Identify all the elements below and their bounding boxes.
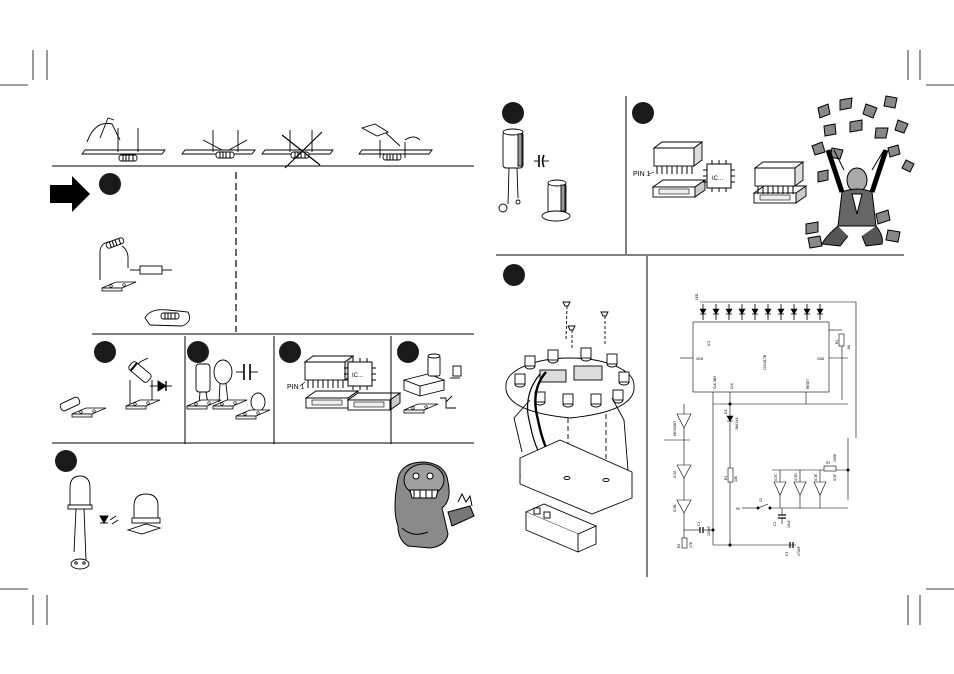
sch-gate-f: IC3F [833, 474, 837, 481]
step-8-badge [632, 102, 654, 124]
sch-gate-a: IC3A [673, 470, 677, 478]
sch-gnd: GND [817, 357, 825, 361]
sch-r2: R2 [835, 340, 839, 344]
electrolytic-capacitor-detail [499, 129, 570, 221]
sch-r3: R3 [826, 461, 830, 465]
sch-r-val-1: 10K [734, 475, 738, 482]
circuit-schematic [664, 302, 856, 548]
pin1-label-bottom: PIN 1 [287, 384, 305, 391]
sch-reset: RESET [806, 379, 810, 389]
sch-gate-d: IC3D [794, 473, 798, 481]
sch-s1: S1 [759, 498, 763, 502]
sch-r-val-2: 1M [847, 345, 851, 350]
pin1-label-top: PIN 1 [633, 171, 651, 178]
final-assembly-illustration [506, 302, 634, 552]
step-9-badge [503, 264, 525, 286]
sch-c1: C1 [697, 522, 701, 526]
step-2-badge [94, 341, 116, 363]
sch-gate-c: IC3C [774, 473, 778, 481]
led-row [700, 302, 856, 320]
led-detail [68, 476, 160, 569]
ic-socket-detail [300, 356, 400, 410]
right-arrow-icon [50, 176, 90, 212]
sch-r1: R1 [724, 476, 728, 480]
sch-c2: C2 [773, 522, 777, 526]
sch-ic1-name: IC1 [707, 341, 711, 346]
sch-c3: C3 [785, 552, 789, 556]
cheering-man-illustration [806, 96, 914, 248]
sch-c-val-3: 470nF [797, 546, 801, 556]
sch-r-val-4: 47K [689, 541, 693, 548]
sch-ic2-part: MC34063 [673, 421, 677, 436]
capacitor-detail [187, 360, 270, 419]
ic-label-bottom: IC... [352, 373, 363, 379]
step-7-badge [502, 102, 524, 124]
ic-insert-detail [649, 142, 806, 203]
lead-bending-illustrations [82, 118, 432, 168]
step-4-badge [279, 341, 301, 363]
sch-ic1-part: CD4017B [763, 355, 767, 370]
step-6-badge [55, 450, 77, 472]
sch-c-val-2: 10uF [787, 520, 791, 528]
sch-c-val-1: 100nF [707, 526, 711, 536]
angry-old-man-illustration [395, 462, 474, 548]
sch-led-label: LED [695, 293, 699, 300]
sch-gate-b: IC3B [673, 505, 677, 512]
sch-batt: 9V [736, 507, 741, 511]
sch-clk-inh: CLK INH [713, 376, 717, 389]
step-3-badge [187, 341, 209, 363]
ic-label-top: IC... [712, 176, 723, 182]
step-1-badge [99, 173, 121, 195]
resistor-bending-detail [100, 237, 190, 326]
sch-gate-e: IC3E [814, 474, 818, 481]
sch-clk: CLK [730, 382, 734, 389]
sch-d1: D1 [724, 410, 728, 414]
sch-r4: R4 [677, 544, 681, 548]
sch-r-val-3: 100K [833, 453, 837, 462]
diode-detail [59, 358, 172, 417]
switch-detail [404, 354, 461, 413]
sch-vdd: VDD [696, 357, 704, 361]
step-5-badge [397, 341, 419, 363]
sch-d2: 1N4148 [735, 417, 739, 430]
